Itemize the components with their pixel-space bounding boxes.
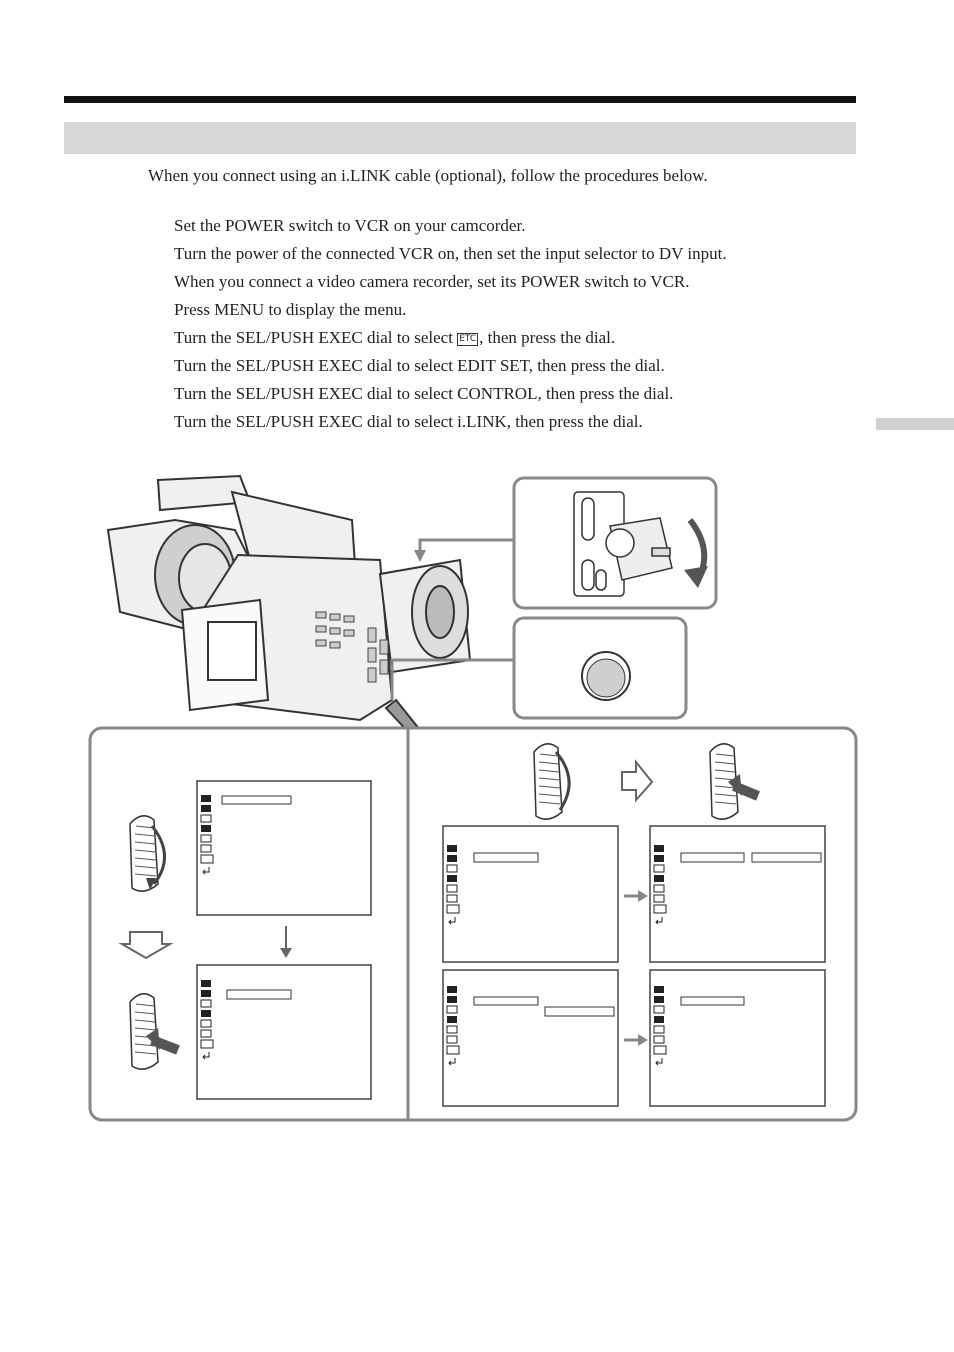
camcorder-illustration (108, 476, 470, 734)
menu-screen-1 (197, 781, 371, 915)
menu-screen-5 (443, 970, 618, 1106)
menu-screen-3 (443, 826, 618, 962)
menu-screen-2 (197, 965, 371, 1099)
menu-screen-4 (650, 826, 825, 962)
menu-screen-6 (650, 970, 825, 1106)
